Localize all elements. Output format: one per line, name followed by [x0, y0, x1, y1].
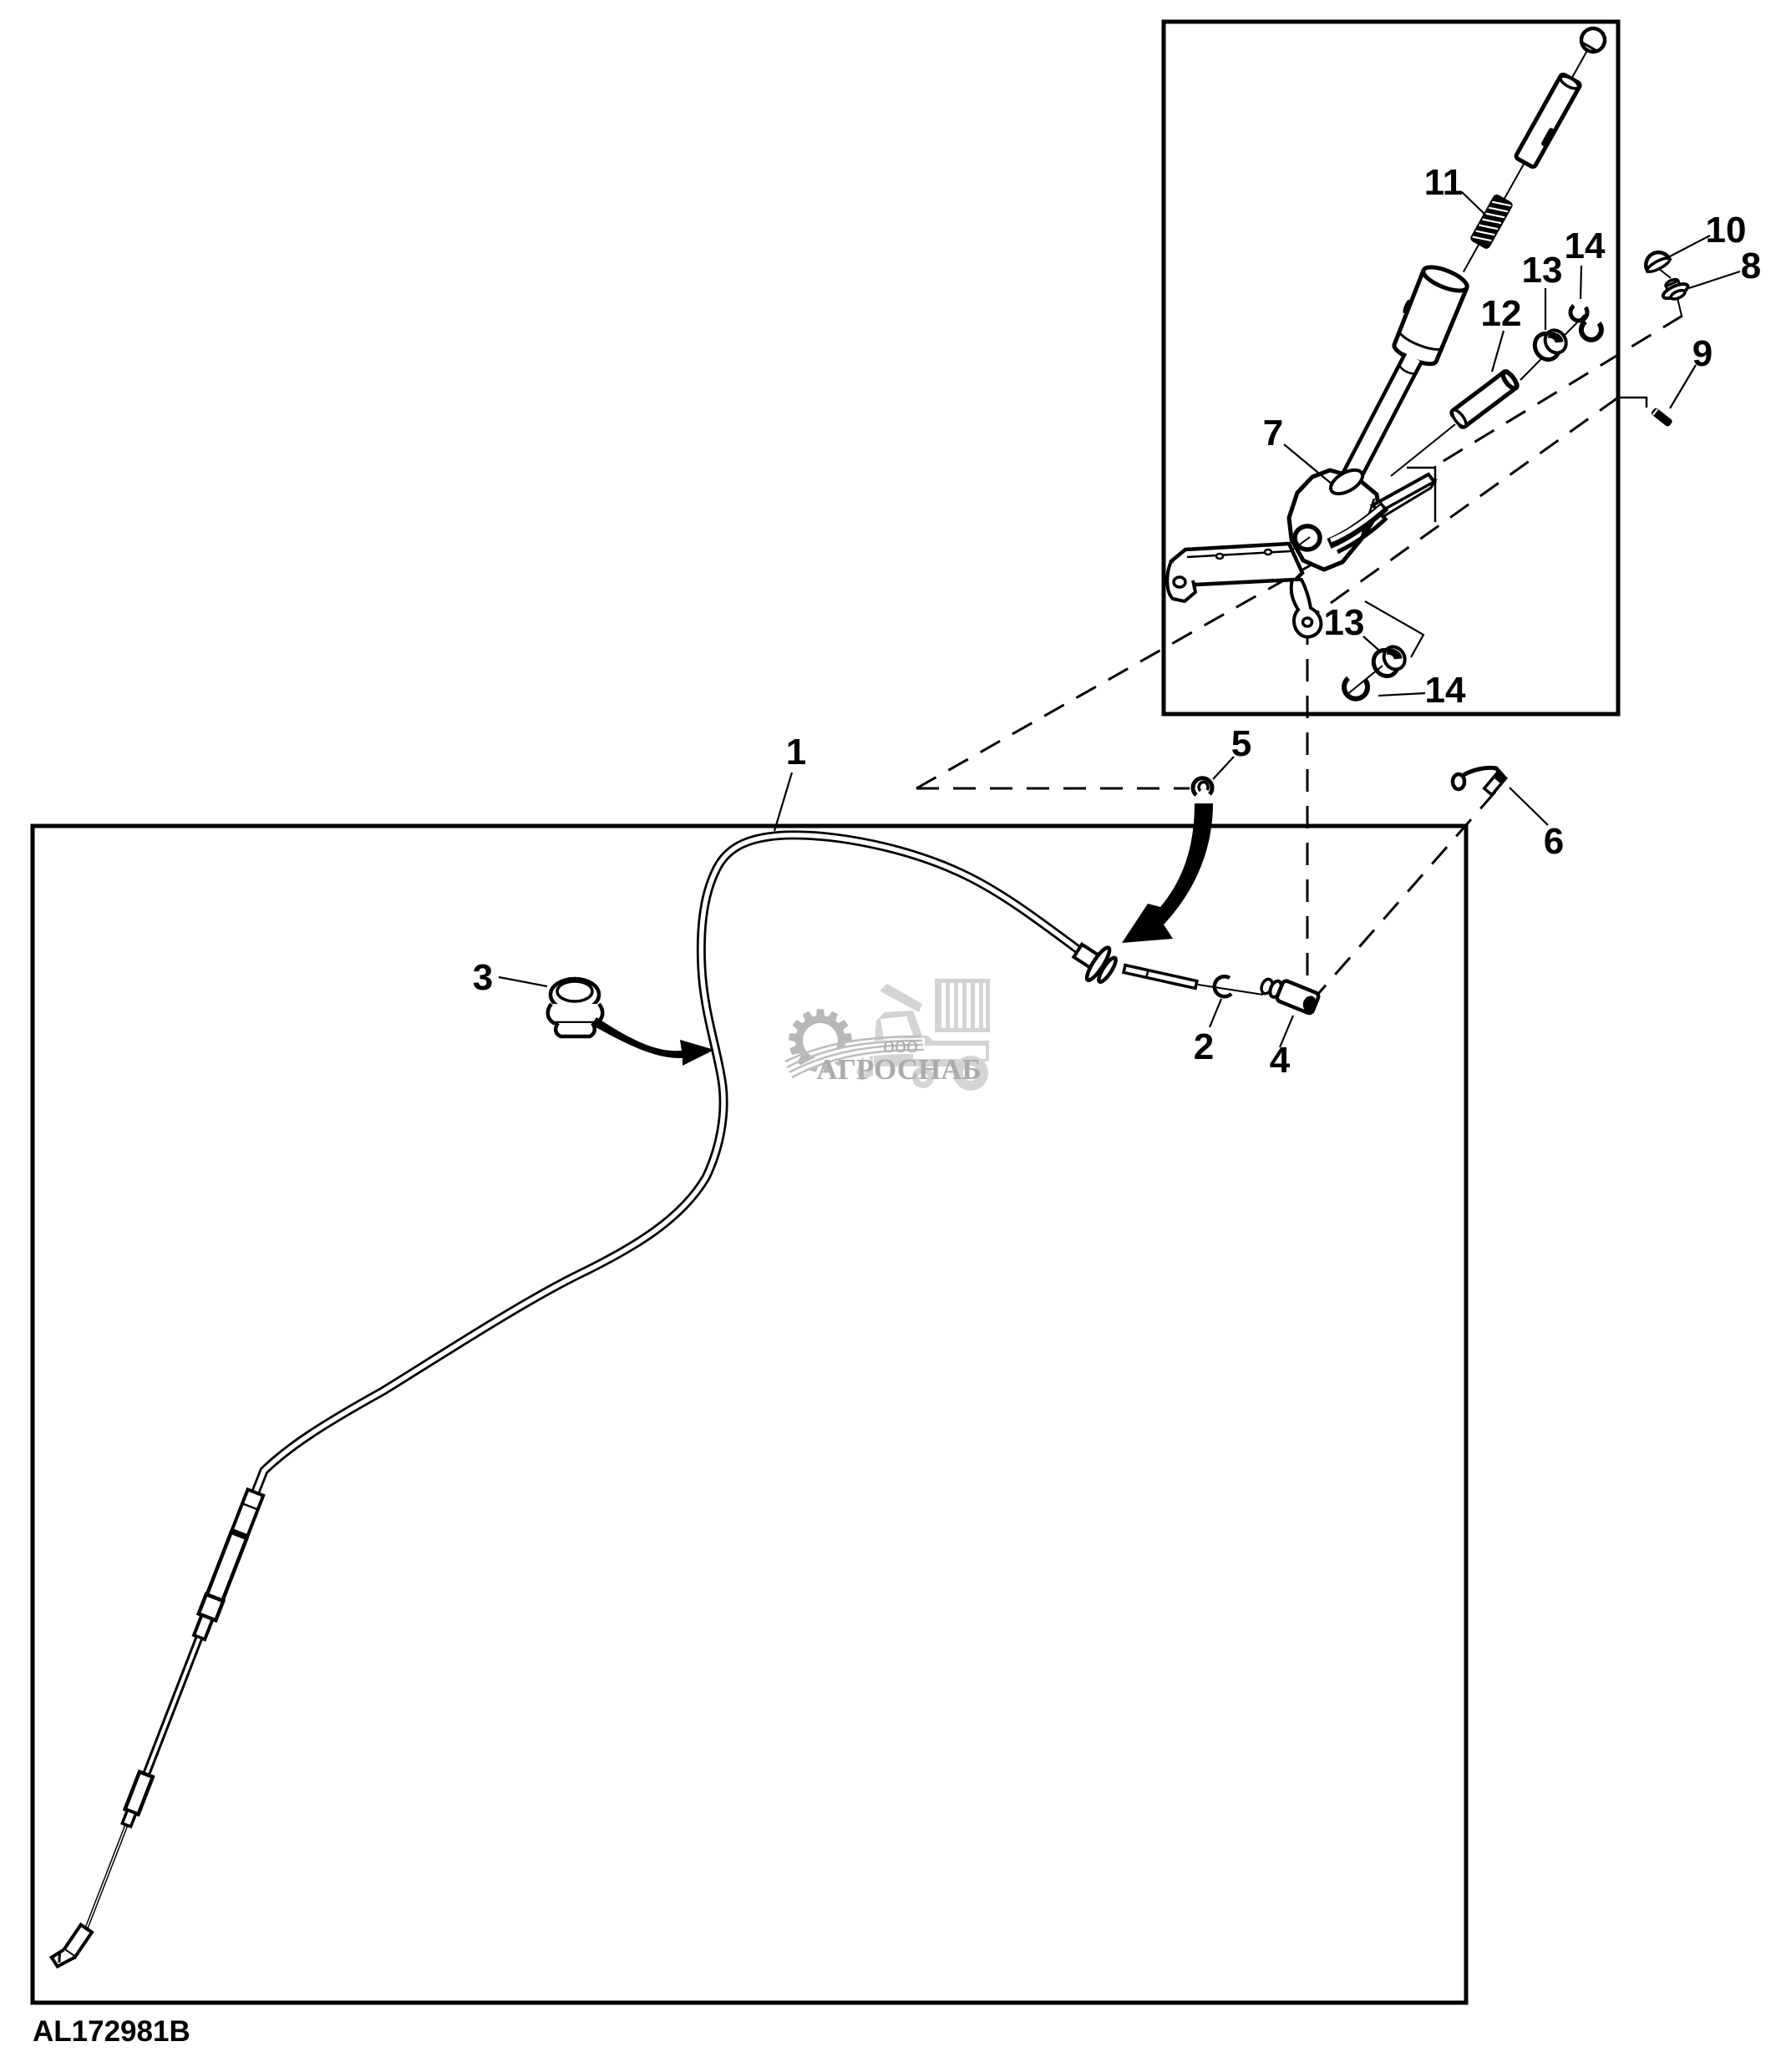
svg-text:2: 2	[1194, 1026, 1214, 1067]
svg-text:13: 13	[1522, 250, 1563, 291]
svg-text:9: 9	[1692, 333, 1713, 374]
svg-text:7: 7	[1263, 413, 1283, 453]
svg-text:10: 10	[1706, 210, 1747, 251]
svg-text:14: 14	[1425, 670, 1466, 711]
svg-text:АГРОСНАБ: АГРОСНАБ	[816, 1053, 981, 1086]
svg-text:14: 14	[1565, 225, 1606, 266]
svg-text:13: 13	[1324, 602, 1365, 643]
svg-text:11: 11	[1424, 162, 1464, 203]
svg-text:5: 5	[1231, 723, 1251, 764]
svg-text:AL172981B: AL172981B	[33, 2015, 190, 2048]
svg-text:1: 1	[786, 732, 806, 773]
svg-text:8: 8	[1741, 246, 1761, 286]
svg-text:12: 12	[1481, 293, 1522, 334]
svg-text:4: 4	[1270, 1040, 1291, 1081]
svg-text:6: 6	[1544, 821, 1564, 862]
svg-text:ооо: ооо	[883, 1032, 918, 1058]
svg-text:3: 3	[473, 957, 493, 998]
